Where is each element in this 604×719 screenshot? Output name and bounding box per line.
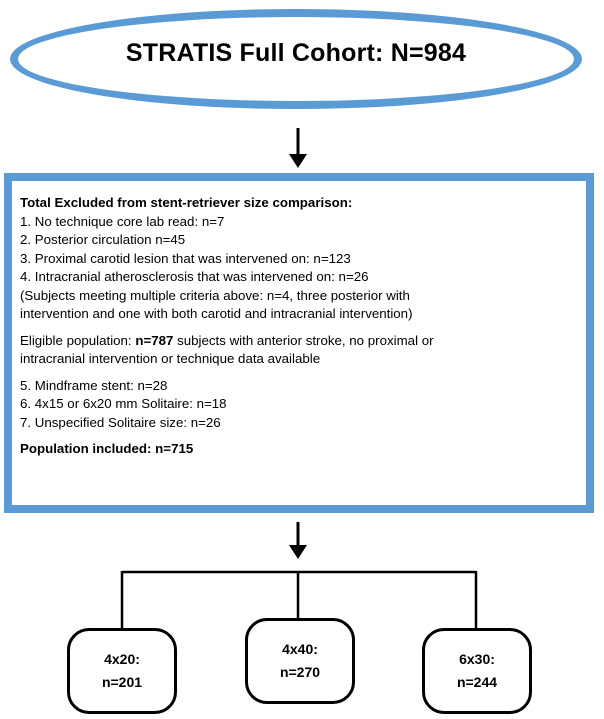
further-exclusion-item: 7. Unspecified Solitaire size: n=26: [20, 414, 221, 430]
exclusion-item: 4. Intracranial atherosclerosis that was…: [20, 269, 369, 284]
eligible-population: Eligible population: n=787 subjects with…: [20, 332, 434, 348]
group-box-6x30: 6x30: n=244: [422, 628, 532, 714]
exclusion-criteria-box: Total Excluded from stent-retriever size…: [4, 173, 594, 513]
eligible-count: n=787: [135, 332, 174, 348]
arrow-criteria-to-split: [289, 522, 307, 559]
exclusion-heading: Total Excluded from stent-retriever size…: [20, 195, 353, 210]
group-size-label: 4x40:: [282, 641, 318, 657]
group-box-4x20: 4x20: n=201: [67, 628, 177, 714]
group-count-label: n=270: [279, 664, 321, 680]
multiple-criteria-note: intervention and one with both carotid a…: [20, 306, 413, 321]
further-exclusion-item: 6. 4x15 or 6x20 mm Solitaire: n=18: [20, 396, 227, 411]
full-cohort-node: STRATIS Full Cohort: N=984: [10, 9, 582, 109]
group-size-label: 4x20:: [104, 651, 140, 667]
group-count-label: n=201: [101, 674, 143, 690]
further-exclusion-item: 5. Mindframe stent: n=28: [20, 377, 168, 393]
exclusion-item: 1. No technique core lab read: n=7: [20, 213, 225, 229]
group-box-4x40: 4x40: n=270: [245, 618, 355, 704]
eligible-population-detail: intracranial intervention or technique d…: [20, 351, 321, 366]
exclusion-item: 3. Proximal carotid lesion that was inte…: [20, 250, 351, 266]
group-size-label: 6x30:: [459, 651, 495, 667]
population-included: Population included: n=715: [20, 441, 194, 456]
full-cohort-title: STRATIS Full Cohort: N=984: [125, 38, 467, 67]
exclusion-item: 2. Posterior circulation n=45: [20, 232, 186, 247]
arrow-cohort-to-criteria: [289, 128, 307, 168]
multiple-criteria-note: (Subjects meeting multiple criteria abov…: [20, 287, 410, 303]
group-count-label: n=244: [456, 674, 498, 690]
